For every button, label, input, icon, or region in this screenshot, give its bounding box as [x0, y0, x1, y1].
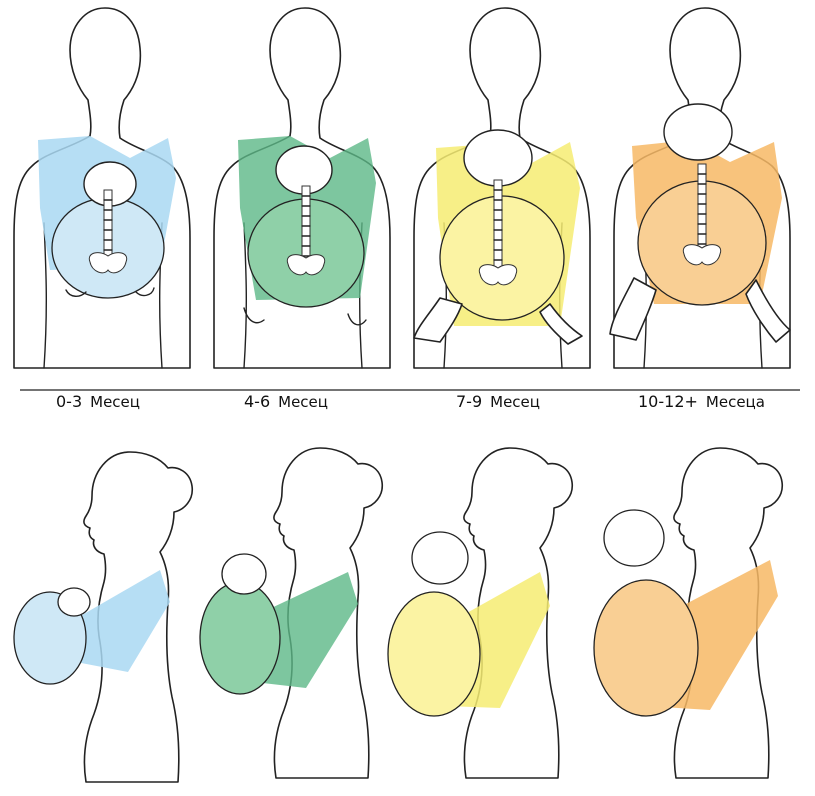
- age-unit: Месец: [278, 393, 328, 411]
- age-number: 0-3: [56, 392, 83, 411]
- figure-4-6-side: [199, 447, 384, 779]
- figure-0-3-front: [13, 7, 191, 369]
- figure-7-9-side: [387, 447, 574, 779]
- age-unit: Месеца: [705, 393, 765, 411]
- figure-0-3-side: [13, 451, 194, 783]
- age-label-0-3: 0-3 Месец: [56, 392, 140, 418]
- spine-overlays: [88, 163, 722, 286]
- figure-10-12-side: [593, 447, 784, 779]
- age-unit: Месец: [90, 393, 140, 411]
- age-unit: Месец: [490, 393, 540, 411]
- age-label-10-12: 10-12+ Месеца: [638, 392, 765, 418]
- age-number: 10-12+: [638, 392, 698, 411]
- age-number: 7-9: [456, 392, 483, 411]
- age-label-7-9: 7-9 Месец: [456, 392, 540, 418]
- age-label-4-6: 4-6 Месец: [244, 392, 328, 418]
- age-number: 4-6: [244, 392, 271, 411]
